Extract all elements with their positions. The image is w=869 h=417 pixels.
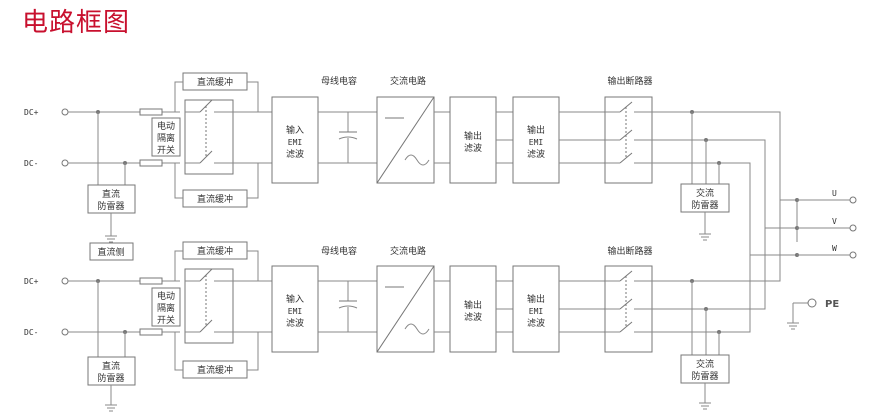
svg-text:滤波: 滤波	[464, 311, 482, 323]
svg-text:DC+: DC+	[24, 277, 39, 286]
inverter-box	[376, 96, 435, 184]
svg-text:滤波: 滤波	[286, 317, 304, 329]
capacitor-icon	[338, 112, 358, 163]
output-breaker-lower	[604, 265, 653, 353]
svg-text:输出: 输出	[464, 130, 482, 142]
buffer-box-bottom: 直流缓冲	[182, 189, 248, 208]
svg-text:EMI: EMI	[529, 307, 544, 316]
dc-spd-box-lower: 直流 防雷器	[87, 356, 136, 386]
page-title: 电路框图	[22, 8, 131, 38]
svg-text:DC-: DC-	[24, 328, 38, 337]
svg-text:开关: 开关	[157, 144, 175, 156]
phase-u-label: U	[832, 189, 837, 198]
svg-text:防雷器: 防雷器	[97, 372, 124, 384]
phase-w-terminal-icon	[849, 251, 857, 259]
buffer-box-top: 直流缓冲	[182, 72, 248, 91]
dc-plus-terminal-icon	[61, 108, 69, 116]
svg-text:交流: 交流	[696, 187, 714, 199]
svg-text:直流: 直流	[102, 360, 120, 372]
svg-text:交流电路: 交流电路	[390, 245, 426, 257]
svg-text:母线电容: 母线电容	[321, 245, 357, 257]
ac-spd-box-lower: 交流 防雷器	[680, 354, 730, 384]
inverter-label: 交流电路	[390, 75, 426, 87]
dc-minus-label: DC-	[24, 159, 38, 168]
svg-text:防雷器: 防雷器	[97, 200, 124, 212]
output-emi-box: 输出 EMI 滤波	[512, 96, 560, 184]
bus-cap-label: 母线电容	[321, 75, 357, 87]
svg-text:直流缓冲: 直流缓冲	[197, 245, 233, 257]
svg-text:输入: 输入	[286, 124, 304, 136]
svg-text:滤波: 滤波	[527, 317, 545, 329]
output-emi-box-lower: 输出 EMI 滤波	[512, 265, 560, 353]
output-breaker	[604, 96, 653, 184]
svg-text:隔离: 隔离	[157, 302, 175, 314]
input-emi-box: 输入 EMI 滤波	[271, 96, 319, 184]
svg-text:滤波: 滤波	[527, 148, 545, 160]
fuse-plus-icon	[139, 108, 163, 116]
inverter-box-lower	[376, 265, 435, 353]
ground-icon	[104, 227, 118, 243]
svg-text:防雷器: 防雷器	[691, 199, 718, 211]
isolator-box-lower: 电动 隔离 开关	[151, 287, 181, 327]
svg-text:EMI: EMI	[288, 307, 303, 316]
svg-text:直流侧: 直流侧	[97, 246, 124, 258]
svg-text:隔离: 隔离	[157, 132, 175, 144]
svg-text:交流: 交流	[696, 358, 714, 370]
isolator-box: 电动 隔离 开关	[151, 117, 181, 157]
svg-text:EMI: EMI	[529, 138, 544, 147]
output-filter-box-lower: 输出 滤波	[449, 265, 497, 353]
svg-text:直流: 直流	[102, 188, 120, 200]
svg-text:输出: 输出	[527, 124, 545, 136]
svg-text:输出: 输出	[464, 299, 482, 311]
output-filter-box: 输出 滤波	[449, 96, 497, 184]
dc-plus-label: DC+	[24, 108, 39, 117]
channel-lower: DC+ DC- 直流 防雷器 电动 隔离 开关 直流缓冲	[24, 241, 781, 412]
fuse-minus-icon	[139, 159, 163, 167]
svg-text:输出: 输出	[527, 293, 545, 305]
phase-u-terminal-icon	[849, 196, 857, 204]
dc-side-box: 直流侧	[89, 242, 134, 261]
buffer-box-top-lower: 直流缓冲	[182, 241, 248, 260]
dc-minus-terminal-icon	[61, 159, 69, 167]
svg-text:开关: 开关	[157, 314, 175, 326]
ac-output-bus: U V W PE	[750, 189, 857, 330]
phase-v-label: V	[832, 217, 837, 226]
buffer-box-bottom-lower: 直流缓冲	[182, 360, 248, 379]
svg-text:滤波: 滤波	[464, 142, 482, 154]
input-emi-box-lower: 输入 EMI 滤波	[271, 265, 319, 353]
svg-text:输入: 输入	[286, 293, 304, 305]
svg-text:电动: 电动	[157, 290, 175, 302]
svg-text:输出断路器: 输出断路器	[607, 245, 652, 257]
ac-spd-box: 交流 防雷器	[680, 183, 730, 213]
svg-text:直流缓冲: 直流缓冲	[197, 76, 233, 88]
output-breaker-label: 输出断路器	[607, 75, 652, 87]
dc-spd-box: 直流 防雷器	[87, 184, 136, 214]
pe-terminal-icon	[807, 298, 817, 308]
channel-upper: DC+ DC- 直流 防雷器 电动 隔离 开关	[24, 72, 781, 260]
svg-text:电动: 电动	[157, 120, 175, 132]
svg-text:滤波: 滤波	[286, 148, 304, 160]
pe-label: PE	[825, 299, 839, 310]
phase-w-label: W	[832, 244, 837, 253]
svg-text:EMI: EMI	[288, 138, 303, 147]
svg-text:防雷器: 防雷器	[691, 370, 718, 382]
svg-text:直流缓冲: 直流缓冲	[197, 193, 233, 205]
svg-text:直流缓冲: 直流缓冲	[197, 364, 233, 376]
phase-v-terminal-icon	[849, 224, 857, 232]
